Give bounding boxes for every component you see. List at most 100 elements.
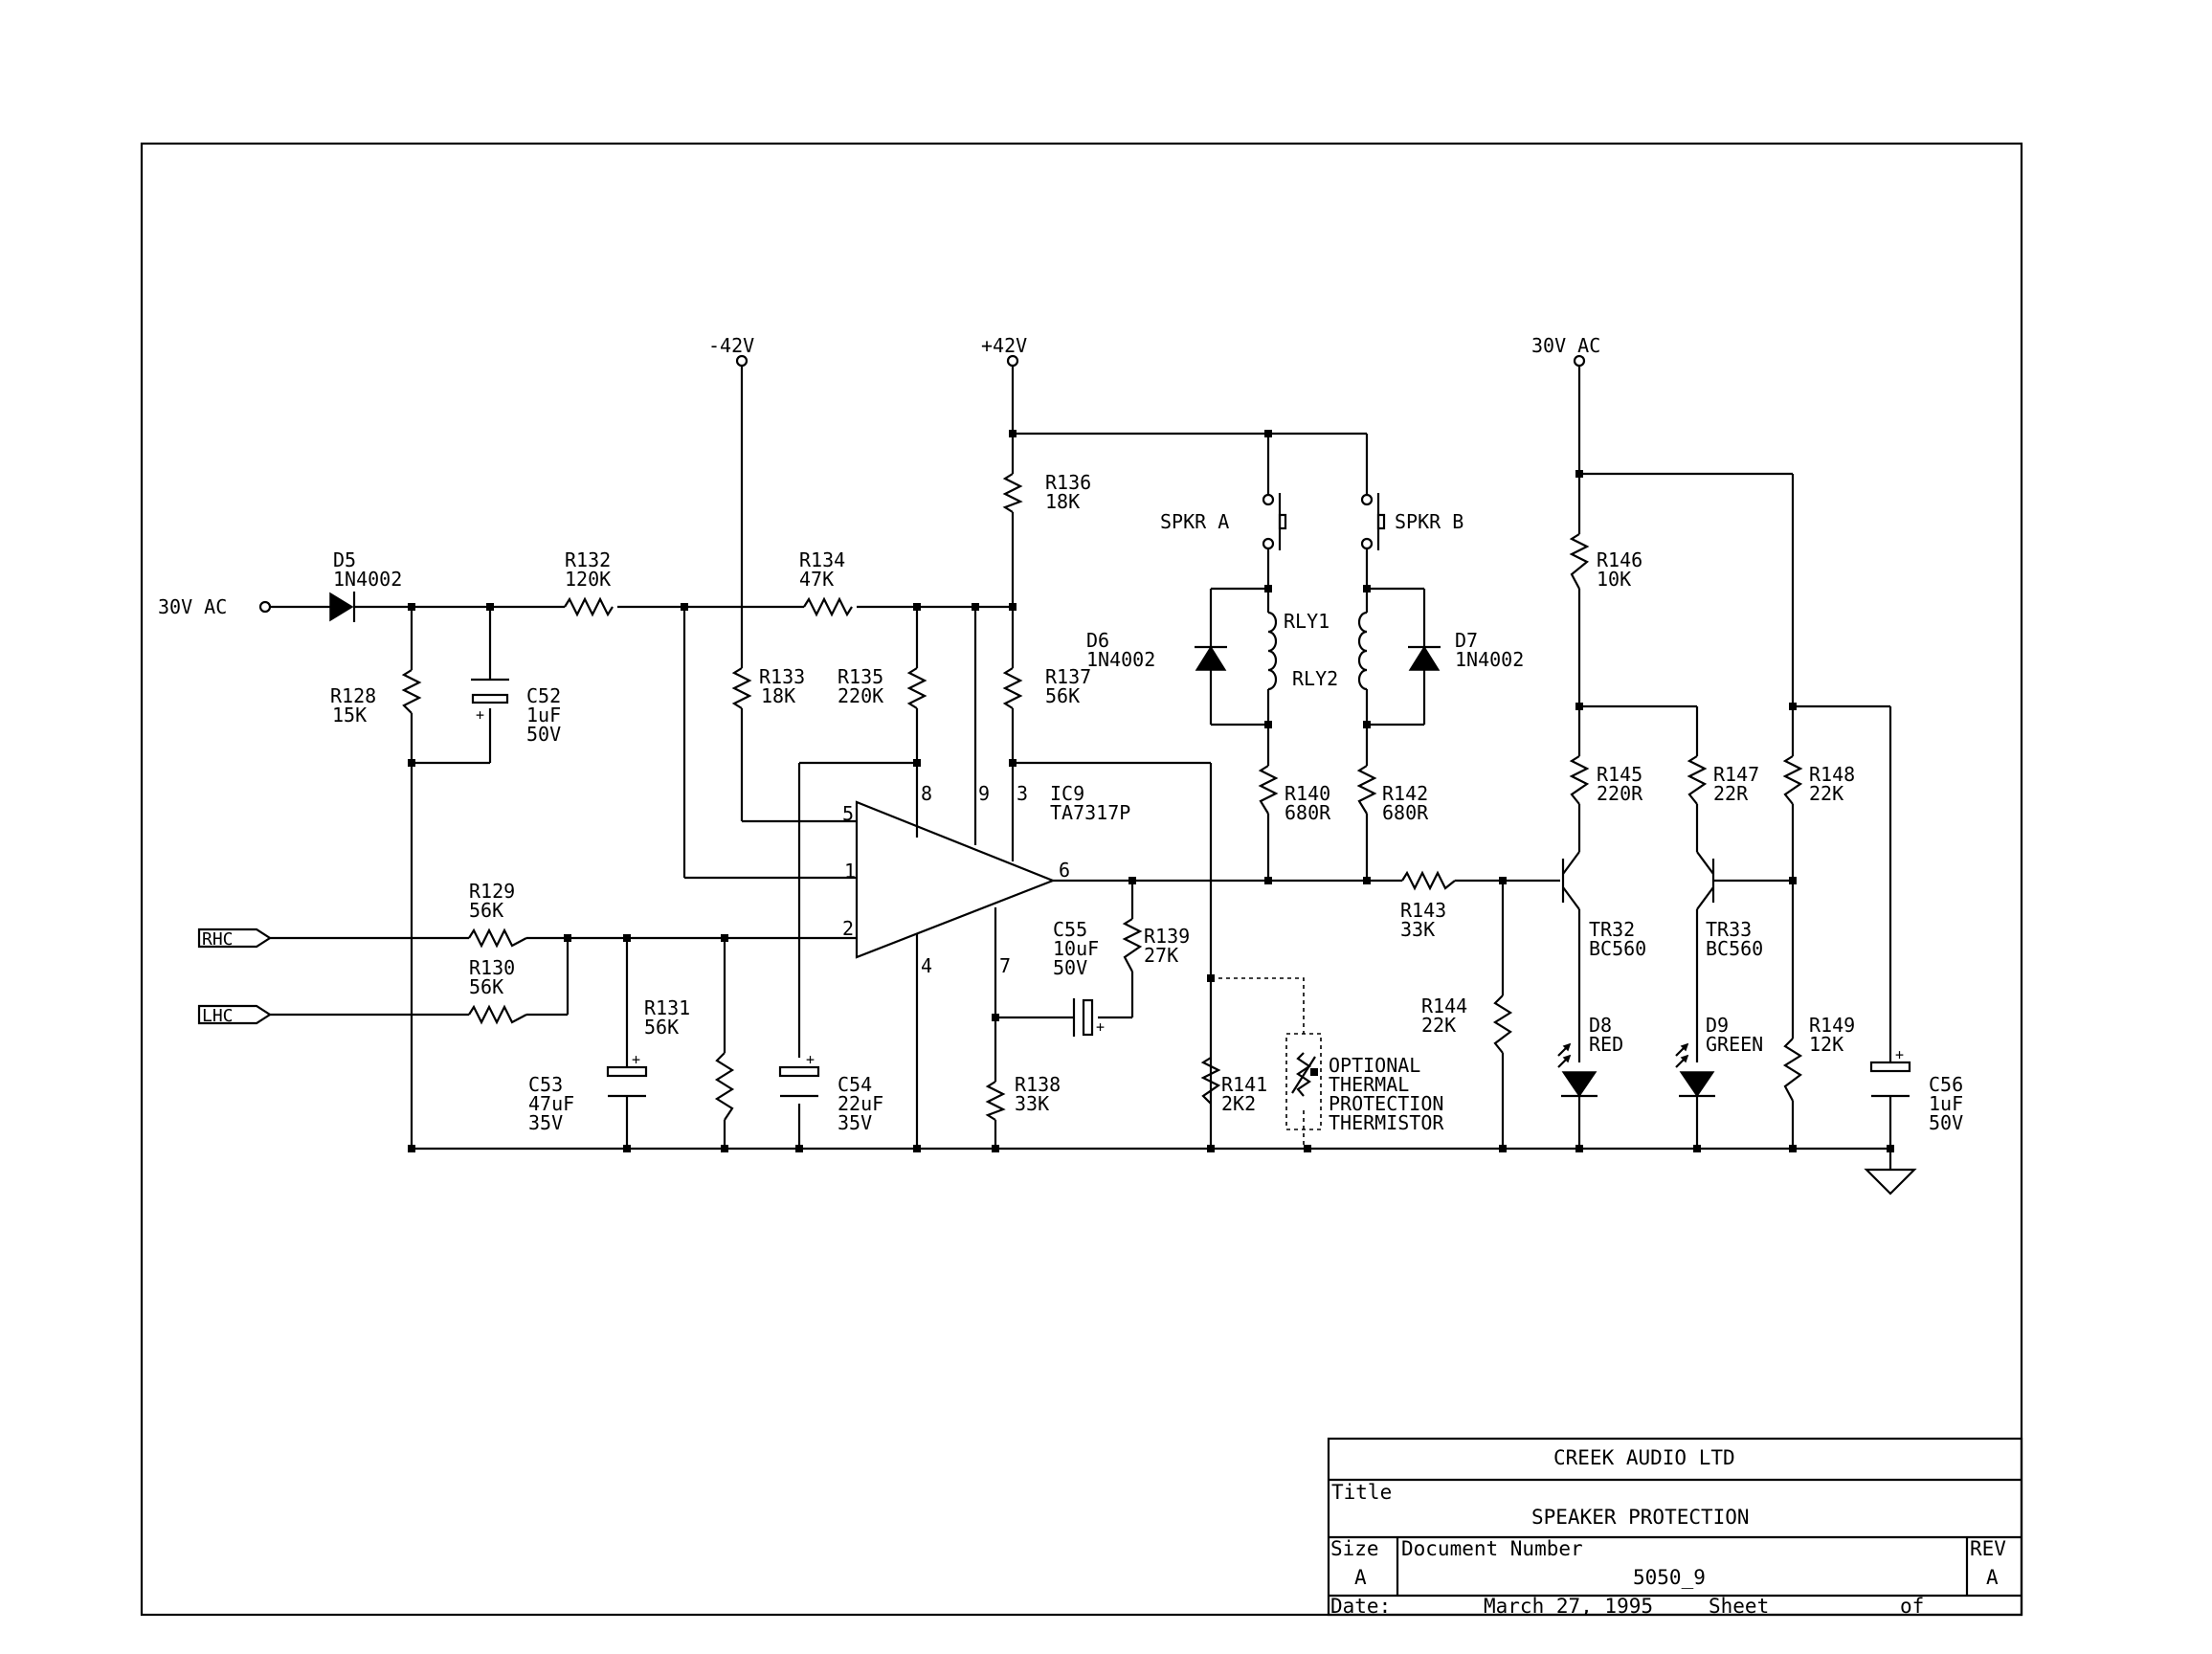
r144-label: R144 [1421,995,1467,1017]
c56-val2-label: 50V [1929,1111,1963,1134]
d8-val-label: RED [1589,1033,1623,1056]
d9-val-label: GREEN [1706,1033,1763,1056]
wires [270,366,1892,1170]
r134-val-label: 47K [799,568,834,591]
diodes [329,592,1715,1098]
c55-symbol: + [1072,998,1105,1037]
r138-val-label: 33K [1015,1092,1049,1115]
r136-symbol [1002,473,1023,513]
date-label: Date: [1330,1595,1391,1618]
r138-symbol [985,1081,1006,1121]
r130-val-label: 56K [469,975,503,998]
resistors [401,473,1803,1121]
d6-symbol [1195,645,1227,671]
terminals [197,354,1917,1196]
lhc-label: LHC [202,1006,234,1026]
doc-number: 5050_9 [1633,1566,1706,1589]
size-value: A [1354,1566,1367,1589]
c53-val1-label: 47uF [528,1092,574,1115]
d5-label: D5 [333,548,356,571]
spkr-a-label: SPKR A [1160,510,1229,533]
r143-val-label: 33K [1400,918,1435,941]
r130-label: R130 [469,956,515,979]
pin9-label: 9 [978,782,990,805]
d7-label: D7 [1455,629,1478,652]
of-label: of [1900,1595,1924,1618]
rly1-coil [1267,611,1278,691]
r147-val-label: 22R [1713,782,1749,805]
r146-label: R146 [1597,548,1642,571]
plus-label: + [806,1051,815,1068]
rhc-port [197,928,273,949]
r149-symbol [1782,1038,1803,1102]
r149-val-label: 12K [1809,1033,1843,1056]
c55-val2-label: 50V [1053,956,1087,979]
ic9-label: IC9 [1050,782,1084,805]
r137-label: R137 [1045,665,1091,688]
r128-symbol [401,669,422,714]
ground-symbol [1864,1168,1917,1196]
junctions [408,430,1894,1152]
relays [1267,611,1368,691]
tr33-label: TR33 [1706,918,1752,941]
c53-label: C53 [528,1073,563,1096]
r147-label: R147 [1713,763,1759,786]
r148-label: R148 [1809,763,1855,786]
r135-symbol [906,667,927,709]
r135-val-label: 220K [838,684,883,707]
r145-val-label: 220R [1597,782,1643,805]
r133-label: R133 [759,665,805,688]
r137-val-label: 56K [1045,684,1080,707]
c53-symbol: + [606,1051,648,1098]
d5-val-label: 1N4002 [333,568,402,591]
r140-label: R140 [1285,782,1330,805]
c55-label: C55 [1053,918,1087,941]
optional-thermistor [1211,977,1322,1149]
r146-symbol [1569,533,1590,590]
spkr-b-label: SPKR B [1395,510,1463,533]
d5-symbol [329,592,356,622]
r142-symbol [1356,765,1377,815]
size-label: Size [1330,1537,1379,1560]
pin8-label: 8 [921,782,932,805]
pin7-label: 7 [999,954,1011,977]
r129-label: R129 [469,880,515,903]
neg-rail-label: -42V [708,334,754,357]
r143-label: R143 [1400,899,1446,922]
d7-val-label: 1N4002 [1455,648,1524,671]
r132-val-label: 120K [565,568,611,591]
c56-label: C56 [1929,1073,1963,1096]
pin5-label: 5 [842,802,854,825]
tr32-val-label: BC560 [1589,937,1646,960]
c54-val2-label: 35V [838,1111,872,1134]
c56-symbol: + [1869,1046,1911,1098]
thermistor4-label: THERMISTOR [1329,1111,1444,1134]
labels: 30V AC -42V +42V 30V AC RHC LHC D5 1N400… [158,334,1963,1134]
r146-val-label: 10K [1597,568,1631,591]
lhc-port [197,1004,273,1025]
r139-label: R139 [1144,925,1190,948]
c52-symbol: + [471,678,509,724]
plus-label: + [1895,1046,1904,1063]
r147-symbol [1687,755,1708,805]
r131-label: R131 [644,996,690,1019]
vin-right-label: 30V AC [1531,334,1600,357]
r140-symbol [1258,765,1279,815]
r145-label: R145 [1597,763,1642,786]
title-label: Title [1331,1481,1392,1504]
r131-symbol [714,1052,735,1121]
title-block: CREEK AUDIO LTD Title SPEAKER PROTECTION… [1327,1437,2023,1618]
spkr-b-switch [1360,493,1386,550]
rly2-coil [1357,611,1368,691]
r141-label: R141 [1221,1073,1267,1096]
company-name: CREEK AUDIO LTD [1553,1446,1735,1469]
sheet-border [140,142,2023,1617]
r136-label: R136 [1045,471,1091,494]
r129-symbol [468,928,527,949]
thermistor2-label: THERMAL [1329,1073,1409,1096]
r139-val-label: 27K [1144,944,1178,967]
switches [1262,493,1386,550]
rev-label: REV [1970,1537,2006,1560]
c56-val1-label: 1uF [1929,1092,1963,1115]
